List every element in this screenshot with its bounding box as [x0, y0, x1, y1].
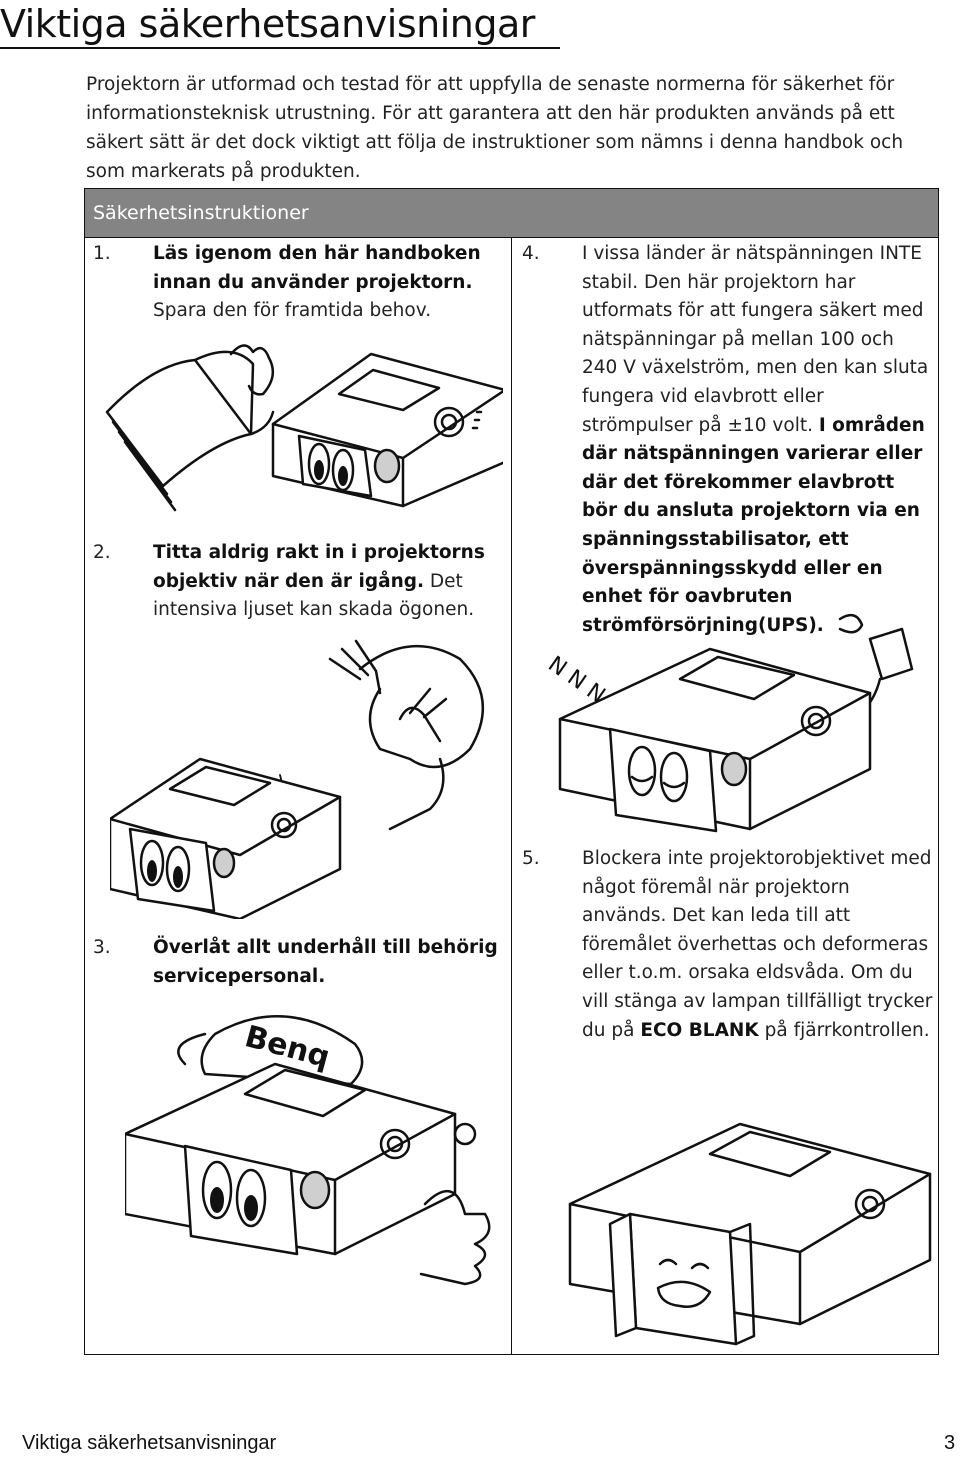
item-text-end: på fjärrkontrollen. — [758, 1019, 930, 1041]
illustration-blocked-lens — [568, 1122, 932, 1346]
title-rule — [0, 47, 560, 49]
illustration-bright-light — [110, 639, 485, 919]
column-divider — [511, 238, 512, 1354]
item-bold-text: I områden där nätspänningen varierar ell… — [582, 414, 925, 636]
item-number: 4. — [522, 243, 540, 264]
item-number: 5. — [522, 848, 540, 869]
item-bold-text: Läs igenom den här handboken innan du an… — [153, 243, 481, 293]
item-bold-text: ECO BLANK — [640, 1019, 759, 1041]
safety-instructions-box: Säkerhetsinstruktioner 1. Läs igenom den… — [84, 188, 939, 1355]
item-number: 2. — [93, 542, 111, 563]
item-number: 3. — [93, 937, 111, 958]
page-number: 3 — [944, 1432, 956, 1454]
illustration-power-supply: N N N — [543, 613, 914, 833]
item-text: Spara den för framtida behov. — [153, 300, 432, 322]
footer-section-name: Viktiga säkerhetsanvisningar — [22, 1432, 277, 1454]
item-bold-text: Överlåt allt underhåll till behörig serv… — [153, 937, 498, 987]
item-text: Blockera inte projektorobjektivet med nå… — [582, 848, 933, 1041]
illustration-read-manual — [105, 344, 503, 512]
power-lines-text: N N N — [543, 652, 609, 709]
intro-paragraph: Projektorn är utformad och testad för at… — [86, 74, 904, 182]
item-bold-text: Titta aldrig rakt in i projektorns objek… — [153, 542, 485, 592]
section-header: Säkerhetsinstruktioner — [85, 189, 938, 238]
item-number: 1. — [93, 243, 111, 264]
item-text: Det intensiva ljuset kan skada ögonen. — [153, 570, 475, 621]
page-title: Viktiga säkerhetsanvisningar — [0, 2, 535, 46]
illustration-service-personnel: Benq — [125, 1014, 491, 1286]
item-text: I vissa länder är nätspänningen INTE sta… — [582, 243, 929, 436]
